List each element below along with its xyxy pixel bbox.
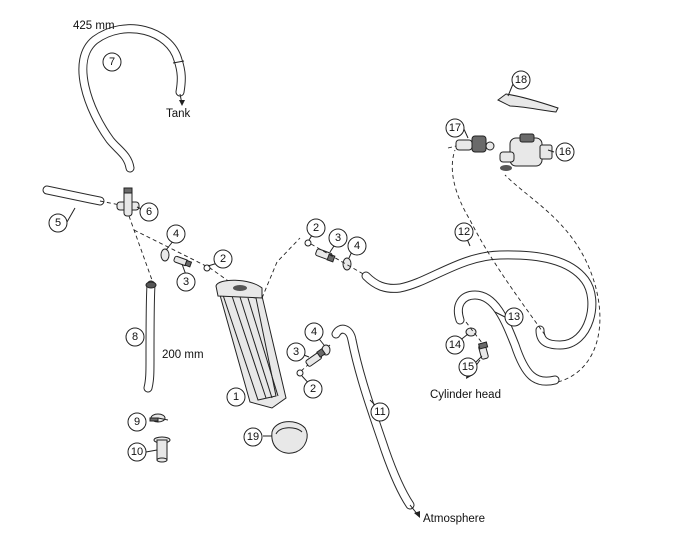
hose-5 <box>42 185 105 206</box>
svg-text:3: 3 <box>335 232 341 244</box>
svg-text:16: 16 <box>559 146 571 158</box>
callout-13: 13 <box>504 307 524 327</box>
svg-text:3: 3 <box>293 346 299 358</box>
callout-14: 14 <box>445 335 465 355</box>
hose-8-link <box>128 215 153 281</box>
callout-5: 5 <box>48 213 68 233</box>
hose-7 <box>78 24 186 173</box>
svg-text:8: 8 <box>132 331 138 343</box>
hose-13-link <box>504 174 601 383</box>
svg-text:13: 13 <box>508 311 520 323</box>
callout-8: 8 <box>125 327 145 347</box>
connector-17-link <box>447 145 457 149</box>
callout-2-upper: 2 <box>306 218 326 238</box>
svg-text:4: 4 <box>311 326 317 338</box>
svg-text:14: 14 <box>449 339 461 351</box>
callout-7: 7 <box>102 52 122 72</box>
callout-12: 12 <box>454 222 474 242</box>
svg-text:1: 1 <box>233 391 239 403</box>
washer-2-left <box>203 264 211 272</box>
svg-text:17: 17 <box>449 122 461 134</box>
callout-2-left: 2 <box>213 249 233 269</box>
svg-text:2: 2 <box>310 383 316 395</box>
callout-16: 16 <box>555 142 575 162</box>
svg-text:9: 9 <box>134 416 140 428</box>
callout-6: 6 <box>139 202 159 222</box>
callout-3-lower: 3 <box>286 342 306 362</box>
label-cylinder-head: Cylinder head <box>430 389 501 401</box>
callout-15: 15 <box>458 357 478 377</box>
label-200mm: 200 mm <box>162 349 204 361</box>
clamp-4-left <box>160 248 170 262</box>
upper-fittings-axis <box>310 243 366 276</box>
hose-11 <box>331 324 415 510</box>
grommet-10 <box>153 436 171 463</box>
atmosphere-arrow-head <box>414 511 420 518</box>
nipple-3-upper <box>315 248 336 263</box>
washer-2-upper <box>304 239 312 247</box>
purge-valve-16 <box>499 133 553 171</box>
svg-text:7: 7 <box>109 56 115 68</box>
label-tank: Tank <box>166 108 191 120</box>
canister-right-link <box>261 237 301 299</box>
svg-text:5: 5 <box>55 217 61 229</box>
connector-17 <box>455 135 495 153</box>
tank-arrow-head <box>179 100 185 106</box>
callout-4-upper: 4 <box>347 236 367 256</box>
svg-text:2: 2 <box>313 222 319 234</box>
svg-text:15: 15 <box>462 361 474 373</box>
hose-12-link <box>451 149 546 336</box>
svg-text:19: 19 <box>247 431 259 443</box>
hose-12 <box>361 250 597 350</box>
callout-17: 17 <box>445 118 465 138</box>
washer-2-lower <box>296 369 304 377</box>
hose-13 <box>453 290 560 386</box>
svg-text:12: 12 <box>458 226 470 238</box>
callout-3-upper: 3 <box>328 228 348 248</box>
svg-text:3: 3 <box>183 276 189 288</box>
label-atmosphere: Atmosphere <box>423 513 485 525</box>
svg-text:2: 2 <box>220 253 226 265</box>
callout-3-left: 3 <box>176 272 196 292</box>
svg-text:4: 4 <box>173 228 179 240</box>
clip-9 <box>149 413 166 423</box>
label-425mm: 425 mm <box>73 20 115 32</box>
callout-4-left: 4 <box>166 224 186 244</box>
tee-piece-6 <box>116 187 140 217</box>
callout-18: 18 <box>511 70 531 90</box>
svg-text:18: 18 <box>515 74 527 86</box>
canister-1 <box>215 279 287 409</box>
callout-2-lower: 2 <box>303 379 323 399</box>
callout-4-lower: 4 <box>304 322 324 342</box>
svg-text:11: 11 <box>374 406 385 418</box>
svg-text:6: 6 <box>146 206 152 218</box>
fitting-15 <box>478 341 489 360</box>
svg-text:10: 10 <box>131 446 143 458</box>
callout-9: 9 <box>127 412 147 432</box>
fitting-15-axis <box>465 321 484 345</box>
clamp-4-upper <box>342 257 352 271</box>
hose-8 <box>143 280 157 393</box>
bracket-18 <box>497 93 559 113</box>
callout-19: 19 <box>243 427 263 447</box>
callout-11: 11 <box>370 402 390 422</box>
nipple-3-left <box>173 255 193 268</box>
cap-19 <box>271 421 308 454</box>
svg-text:4: 4 <box>354 240 360 252</box>
nipple-3-lower <box>305 348 326 367</box>
callout-10: 10 <box>127 442 147 462</box>
callout-1: 1 <box>226 387 246 407</box>
